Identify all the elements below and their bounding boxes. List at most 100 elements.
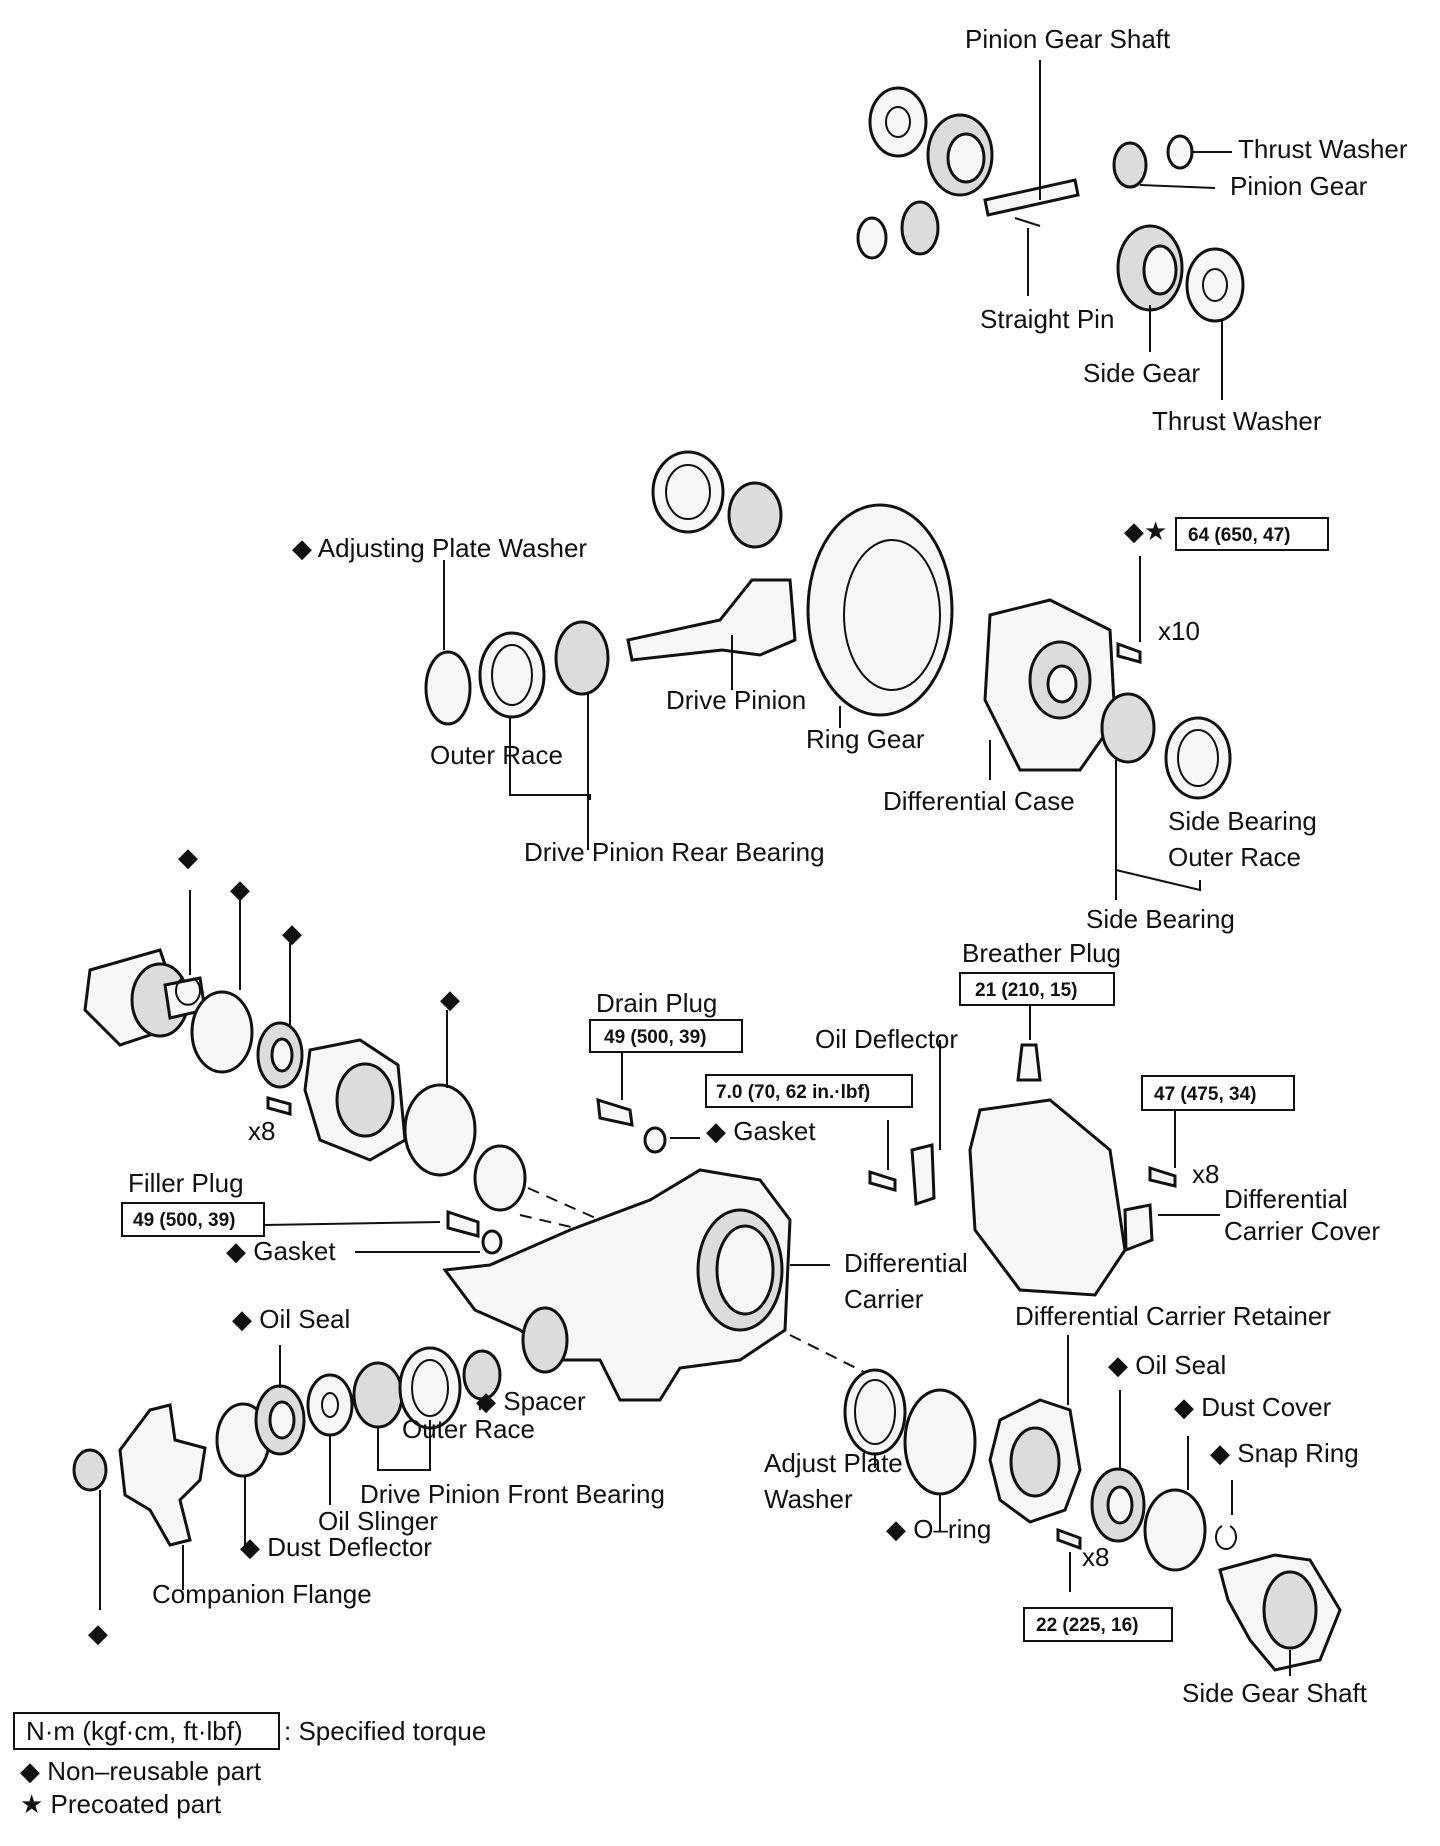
- label-diff-carrier-1: Differential: [844, 1248, 968, 1278]
- differential-case: [983, 598, 1117, 772]
- legend-precoated: ★ Precoated part: [20, 1789, 222, 1819]
- filler-plug: [446, 1209, 480, 1238]
- thrust-washer-upper-left: [868, 86, 928, 158]
- legend: N·m (kgf·cm, ft·lbf) : Specified torque …: [13, 1712, 486, 1819]
- differential-carrier-cover: [968, 1098, 1127, 1297]
- label-oil-seal-right-text: Oil Seal: [1135, 1350, 1226, 1380]
- torque-deflector: 7.0 (70, 62 in.·lbf): [716, 1082, 870, 1103]
- label-side-bearing-outer-race-2: Outer Race: [1168, 842, 1301, 872]
- cover-bolt: [1148, 1165, 1177, 1188]
- left-snap-ring: [175, 977, 201, 1006]
- legend-torque-text: : Specified torque: [284, 1716, 486, 1746]
- retainer-group: [843, 1335, 1342, 1676]
- label-adjust-plate-1: Adjust Plate: [764, 1448, 903, 1478]
- pinion-gear-shaft: [983, 178, 1080, 217]
- ring-gear: [806, 503, 954, 717]
- label-x8-cover: x8: [1192, 1159, 1219, 1189]
- label-diff-carrier-2: Carrier: [844, 1284, 924, 1314]
- retainer-bolt: [1056, 1527, 1082, 1551]
- label-x8-left: x8: [248, 1116, 275, 1146]
- breather-plug: [1016, 1043, 1042, 1082]
- torque-box-filler: [121, 1202, 265, 1237]
- diamond-symbol: ◆: [1210, 1438, 1230, 1468]
- label-x10: x10: [1158, 616, 1200, 646]
- oil-deflector: [910, 1143, 936, 1207]
- torque-breather: 21 (210, 15): [975, 980, 1077, 1001]
- adjusting-plate-washer: [424, 650, 472, 726]
- companion-flange-group: [72, 1345, 502, 1610]
- label-spacer-text: Spacer: [503, 1386, 586, 1416]
- torque-case-bolt: 64 (650, 47): [1188, 525, 1290, 546]
- diamond-symbol: ◆: [292, 533, 312, 563]
- label-outer-race-upper: Outer Race: [430, 740, 563, 770]
- torque-drain: 49 (500, 39): [604, 1027, 706, 1048]
- filler-gasket: [481, 1229, 503, 1255]
- spacer: [462, 1349, 502, 1401]
- drain-plug: [596, 1097, 634, 1127]
- diamond-symbol: ◆: [226, 1236, 246, 1266]
- label-dust-deflector: ◆ Dust Deflector: [240, 1532, 432, 1562]
- label-pinion-gear: Pinion Gear: [1230, 171, 1368, 201]
- label-ring-gear: Ring Gear: [806, 724, 925, 754]
- diamond-symbol: ◆: [706, 1116, 726, 1146]
- drain-gasket: [643, 1126, 667, 1154]
- companion-flange: [118, 1403, 207, 1547]
- left-dust-cover: [190, 990, 254, 1074]
- label-side-gear: Side Gear: [1083, 358, 1200, 388]
- legend-nonreusable: ◆ Non–reusable part: [20, 1756, 262, 1786]
- label-drive-pinion-rear-bearing: Drive Pinion Rear Bearing: [524, 837, 825, 867]
- diamond-lower-left: ◆: [88, 1618, 108, 1648]
- pinion-gear-right: [1112, 141, 1148, 189]
- diamond-symbol: ◆: [240, 1532, 260, 1562]
- diamond-symbol: ◆: [232, 1304, 252, 1334]
- torque-box-cover: [1141, 1075, 1295, 1111]
- label-spacer: ◆ Spacer: [476, 1386, 586, 1416]
- left-flange-group: [83, 890, 691, 1256]
- label-gasket-drain-text: Gasket: [733, 1116, 816, 1146]
- label-dust-cover-text: Dust Cover: [1201, 1392, 1331, 1422]
- thrust-washer-right-small: [1166, 134, 1194, 170]
- diamond-left-1: ◆: [178, 842, 198, 872]
- label-drain-plug: Drain Plug: [596, 988, 717, 1018]
- deflector-bolt: [868, 1169, 897, 1192]
- oil-slinger: [306, 1373, 354, 1437]
- label-filler-plug: Filler Plug: [128, 1168, 244, 1198]
- side-bearing-outer-race: [1164, 716, 1232, 800]
- label-side-gear-shaft: Side Gear Shaft: [1182, 1678, 1368, 1708]
- star-symbol: ★: [20, 1789, 43, 1819]
- outer-race-upper: [478, 631, 546, 719]
- front-bearing: [352, 1361, 404, 1429]
- label-diff-carrier-cover-2: Carrier Cover: [1224, 1216, 1380, 1246]
- torque-box-deflector: [705, 1074, 913, 1108]
- torque-box-drain: [589, 1019, 743, 1053]
- pinion-gear-left: [900, 200, 940, 256]
- left-o-ring: [403, 1083, 477, 1177]
- diamond-symbol: ◆: [20, 1756, 40, 1786]
- torque-box-breather: [959, 972, 1115, 1006]
- label-diff-carrier-cover-1: Differential: [1224, 1184, 1348, 1214]
- legend-precoated-text: Precoated part: [51, 1789, 222, 1819]
- torque-retainer: 22 (225, 16): [1036, 1615, 1138, 1636]
- drive-pinion: [626, 578, 797, 662]
- label-gasket-filler: ◆ Gasket: [226, 1236, 336, 1266]
- label-gasket-filler-text: Gasket: [253, 1236, 336, 1266]
- label-dust-cover: ◆ Dust Cover: [1174, 1392, 1332, 1422]
- label-diff-carrier-retainer: Differential Carrier Retainer: [1015, 1301, 1331, 1331]
- label-oil-slinger: Oil Slinger: [318, 1506, 438, 1536]
- o-ring: [903, 1388, 977, 1496]
- side-bearing: [1100, 692, 1156, 764]
- label-outer-race-lower: Outer Race: [402, 1414, 535, 1444]
- dust-cover: [1143, 1488, 1207, 1572]
- label-drive-pinion: Drive Pinion: [666, 685, 806, 715]
- left-adjust-washer: [473, 1144, 527, 1212]
- legend-torque-box-text: N·m (kgf·cm, ft·lbf): [26, 1716, 243, 1746]
- label-x8-retainer: x8: [1082, 1542, 1109, 1572]
- nut: [72, 1448, 108, 1492]
- label-thrust-washer-top: Thrust Washer: [1238, 134, 1408, 164]
- diamond-left-3: ◆: [282, 918, 302, 948]
- label-drive-pinion-front-bearing: Drive Pinion Front Bearing: [360, 1479, 665, 1509]
- diamond-symbol: ◆: [476, 1386, 496, 1416]
- label-side-bearing-outer-race-1: Side Bearing: [1168, 806, 1317, 836]
- label-adjust-plate-2: Washer: [764, 1484, 853, 1514]
